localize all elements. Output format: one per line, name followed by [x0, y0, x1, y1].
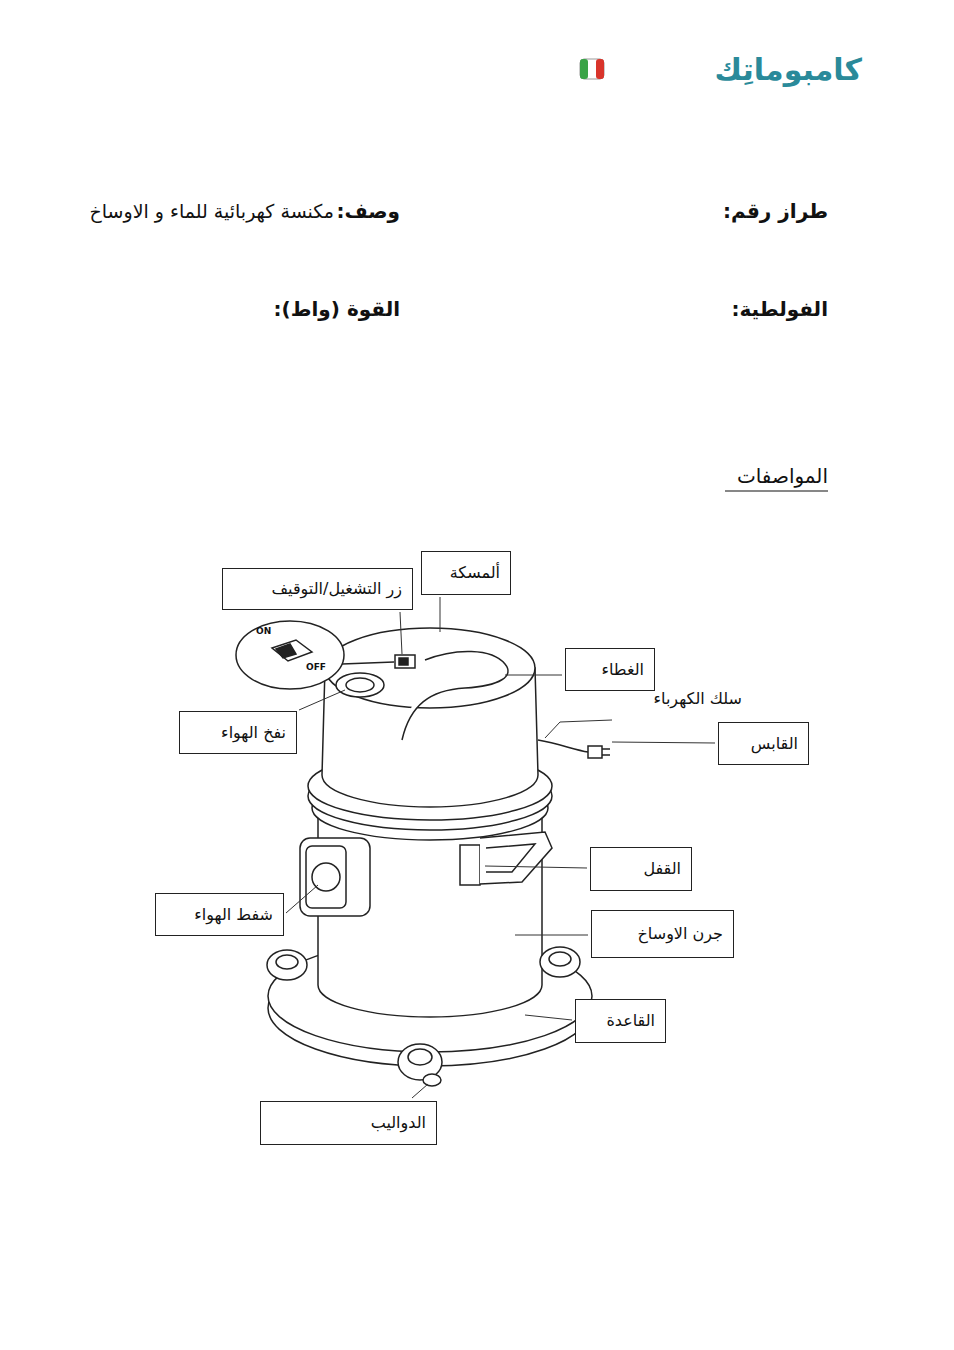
callout-box: الغطاء: [565, 648, 655, 691]
part-label: زر التشغيل/التوقيف: [272, 579, 402, 598]
part-label: نفخ الهواء: [221, 723, 286, 742]
callout-box: الدواليب: [260, 1101, 437, 1145]
callout-box: زر التشغيل/التوقيف: [222, 568, 413, 610]
field-label: الفولطية:: [731, 297, 828, 321]
part-label: جرن الاوساخ: [638, 924, 723, 943]
brand-logo: كامبوماتِك: [715, 52, 862, 88]
part-label: القفل: [643, 859, 681, 878]
callout-box: نفخ الهواء: [179, 711, 297, 754]
part-label: سلك الكهرباء: [654, 689, 742, 708]
part-label: ألمسكة: [450, 563, 500, 582]
field-value: مكنسة كهربائية للماء و الاوساخ: [90, 200, 335, 223]
callout-box: ألمسكة: [421, 551, 511, 595]
part-label: القابس: [751, 734, 798, 753]
field-label: طراز رقم:: [723, 199, 828, 223]
field-label: وصف:: [336, 199, 400, 223]
callout-box: جرن الاوساخ: [591, 910, 734, 958]
section-heading: المواصفات: [737, 464, 828, 488]
callout-box: القاعدة: [575, 999, 666, 1043]
field-label: القوة (واط):: [274, 297, 400, 321]
callout-box: القابس: [718, 722, 809, 765]
part-label: شفط الهواء: [194, 905, 273, 924]
part-label: الغطاء: [601, 660, 644, 679]
part-label: القاعدة: [606, 1011, 655, 1030]
switch-mark: OFF: [306, 662, 326, 673]
part-label: الدواليب: [371, 1113, 426, 1132]
switch-mark: ON: [256, 626, 271, 637]
callout-box: القفل: [590, 847, 692, 891]
callout-box: شفط الهواء: [155, 893, 284, 936]
